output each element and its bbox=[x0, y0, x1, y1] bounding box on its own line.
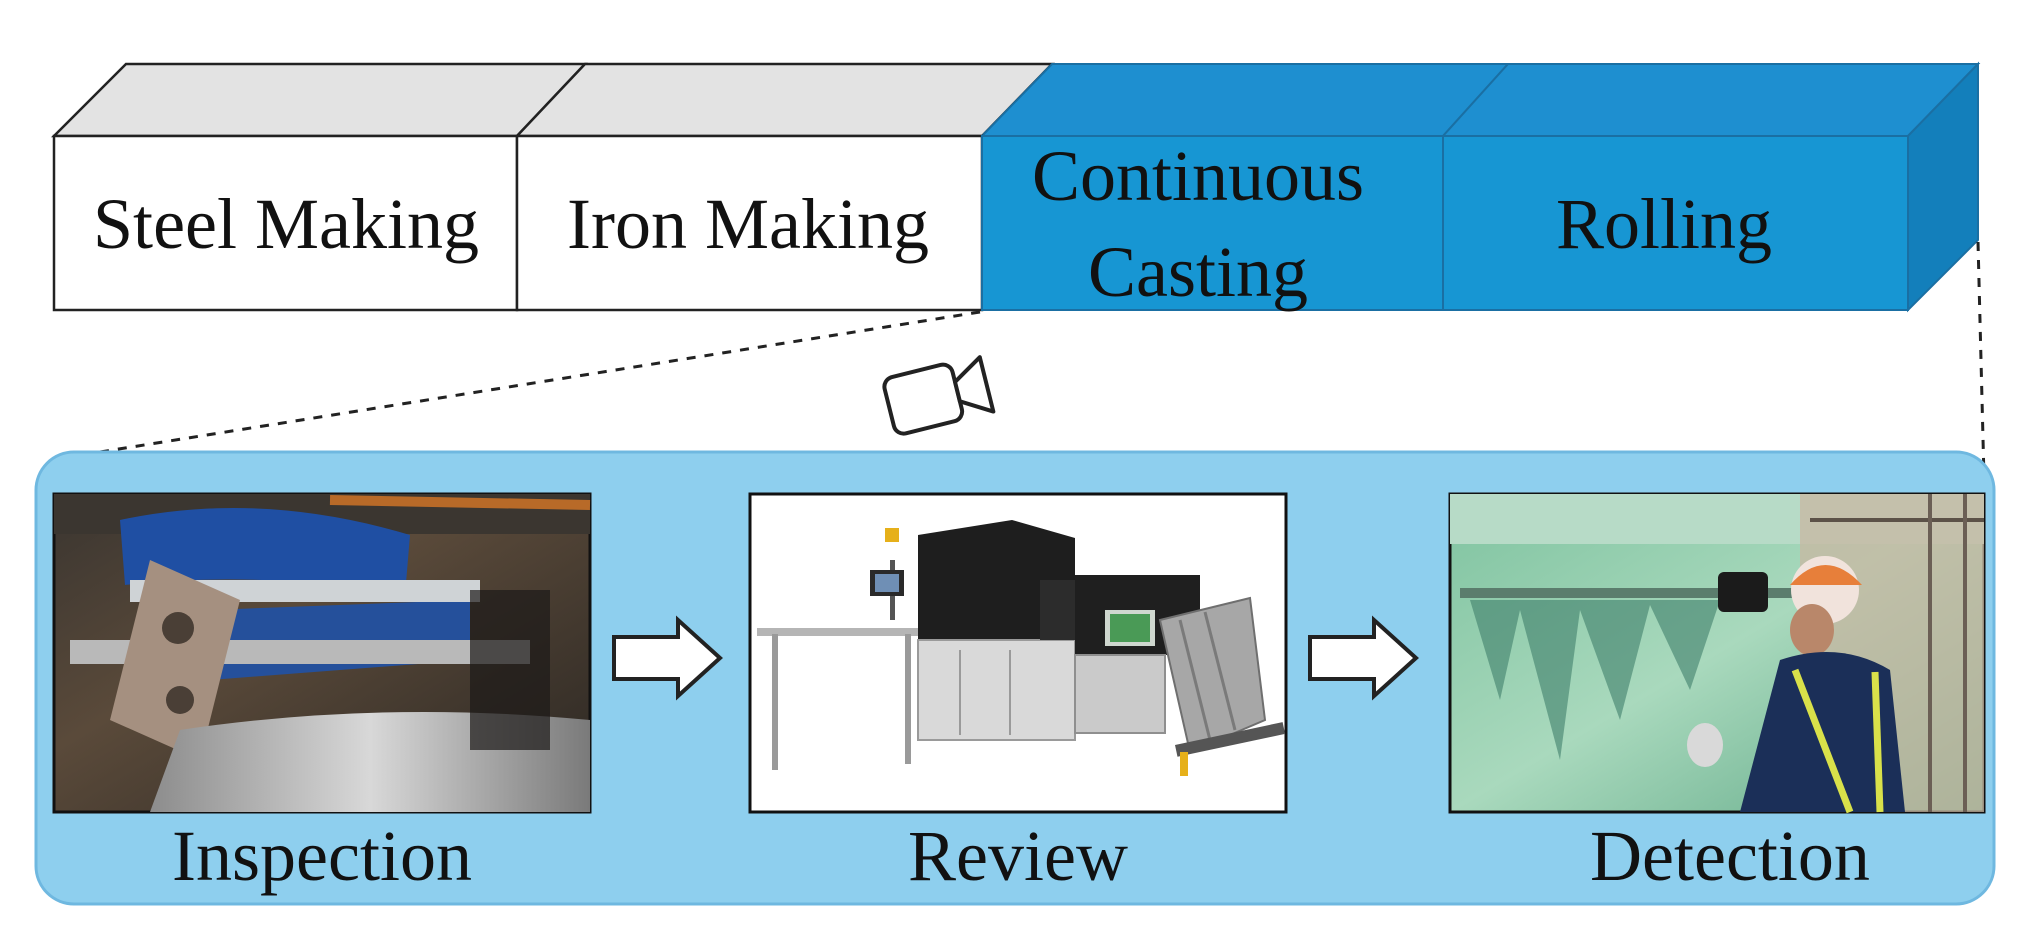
zoom-line-left bbox=[99, 310, 981, 454]
stage-bar: Steel Making Iron Making Continuous Cast… bbox=[50, 61, 1981, 313]
stage-label-rolling: Rolling bbox=[1556, 184, 1772, 264]
stage-label-steel-making: Steel Making bbox=[93, 184, 479, 264]
stage-label-casting-line2: Casting bbox=[1088, 232, 1308, 312]
stage-iron-making bbox=[515, 134, 984, 312]
video-camera-icon bbox=[882, 355, 996, 436]
stage-top-face-iron bbox=[514, 62, 1055, 138]
inspection-image bbox=[52, 492, 592, 814]
stage-steel-making bbox=[52, 134, 519, 312]
step-label-inspection: Inspection bbox=[172, 816, 472, 896]
step-label-detection: Detection bbox=[1590, 816, 1870, 896]
stage-top-face-steel bbox=[50, 62, 588, 138]
stage-top-face-casting bbox=[979, 63, 1511, 137]
zoom-line-right bbox=[1976, 241, 1986, 479]
detection-image bbox=[1448, 492, 1986, 814]
stage-continuous-casting bbox=[981, 135, 1444, 311]
step-label-review: Review bbox=[908, 816, 1128, 896]
stage-label-casting-line1: Continuous bbox=[1032, 136, 1364, 216]
right-arrow-icon bbox=[612, 615, 723, 701]
right-arrow-icon bbox=[1308, 615, 1419, 701]
review-image bbox=[748, 492, 1288, 814]
stage-label-iron-making: Iron Making bbox=[567, 184, 929, 264]
stage-rolling bbox=[1442, 135, 1909, 311]
stage-top-face-rolling bbox=[1440, 63, 1981, 137]
